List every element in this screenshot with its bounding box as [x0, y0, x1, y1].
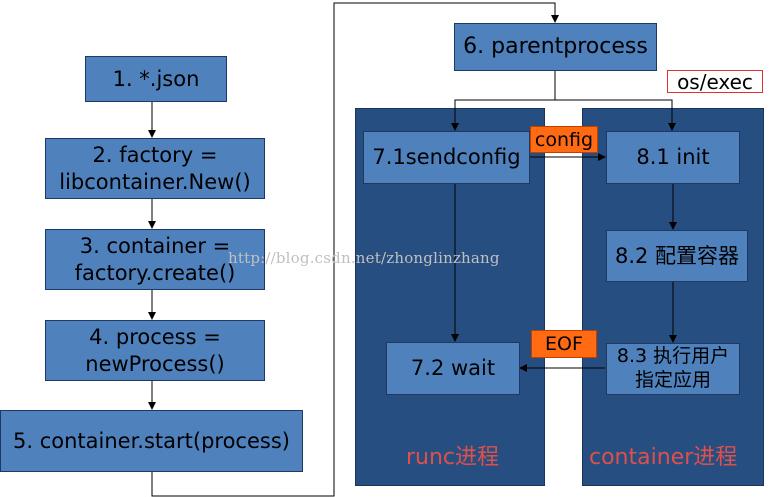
step-8-3-line1: 8.3 执行用户	[616, 345, 730, 368]
eof-message-tag: EOF	[531, 330, 597, 358]
step-3-line2: factory.create()	[74, 260, 236, 285]
step-8-3-line2: 指定应用	[634, 369, 711, 391]
step-2-line1: 2. factory =	[92, 143, 218, 168]
os-exec-label: os/exec	[667, 69, 763, 94]
step-2-line2: libcontainer.New()	[59, 169, 251, 194]
step-6-label: 6. parentprocess	[463, 34, 648, 60]
step-4-process: 4. process = newProcess()	[45, 320, 265, 381]
config-message-tag: config	[530, 126, 598, 153]
step-8-2-configure: 8.2 配置容器	[606, 230, 748, 282]
step-7-1-sendconfig: 7.1sendconfig	[363, 131, 530, 184]
step-1-json: 1. *.json	[85, 56, 227, 102]
step-1-label: 1. *.json	[112, 66, 200, 91]
step-7-2-label: 7.2 wait	[410, 356, 496, 381]
eof-message-text: EOF	[545, 333, 583, 355]
step-6-parentprocess: 6. parentprocess	[454, 23, 657, 71]
os-exec-text: os/exec	[677, 69, 753, 94]
step-2-factory: 2. factory = libcontainer.New()	[45, 138, 265, 199]
step-5-container-start: 5. container.start(process)	[0, 410, 303, 472]
step-8-2-label: 8.2 配置容器	[614, 243, 740, 268]
container-lane-label: container进程	[589, 445, 738, 470]
config-message-text: config	[534, 128, 594, 151]
step-4-line2: newProcess()	[85, 351, 225, 376]
runc-lane-label: runc进程	[406, 445, 500, 470]
step-3-container: 3. container = factory.create()	[45, 229, 265, 290]
step-8-3-exec-user-app: 8.3 执行用户 指定应用	[606, 343, 740, 395]
step-3-line1: 3. container =	[79, 234, 231, 259]
step-7-1-label: 7.1sendconfig	[372, 145, 521, 170]
step-5-label: 5. container.start(process)	[13, 428, 290, 453]
step-8-1-label: 8.1 init	[636, 145, 710, 170]
step-7-2-wait: 7.2 wait	[386, 342, 520, 395]
watermark-url: http://blog.csdn.net/zhonglinzhang	[228, 249, 500, 267]
step-4-line1: 4. process =	[89, 325, 221, 350]
step-8-1-init: 8.1 init	[606, 131, 740, 184]
